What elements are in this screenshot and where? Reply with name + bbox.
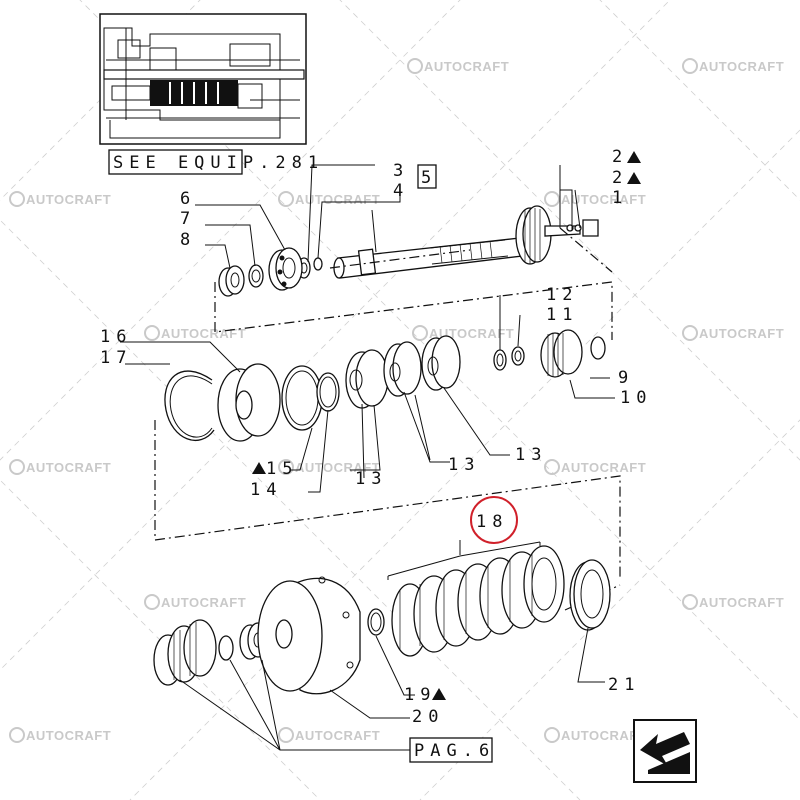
snap-ring-19: [367, 608, 385, 636]
bracket-18: [387, 541, 541, 577]
triangle-marker-icon: [627, 172, 641, 184]
bearing-6: [268, 247, 303, 291]
watermark: AUTOCRAFT: [144, 594, 246, 610]
callout-18: 18: [476, 512, 508, 532]
watermark: AUTOCRAFT: [278, 727, 380, 743]
callout-17: 17: [100, 348, 132, 368]
clutch-disc-13-third: [421, 335, 461, 391]
svg-text:AUTOCRAFT: AUTOCRAFT: [424, 59, 509, 74]
ring-12: [493, 349, 507, 371]
callout-16: 16: [100, 327, 132, 347]
callout-2b: 2: [612, 168, 628, 188]
svg-text:AUTOCRAFT: AUTOCRAFT: [26, 192, 111, 207]
assembly-thumbnail: [99, 13, 307, 145]
svg-text:AUTOCRAFT: AUTOCRAFT: [561, 460, 646, 475]
svg-text:SEE EQUIP.281: SEE EQUIP.281: [113, 153, 324, 173]
callout-1: 1: [612, 188, 628, 208]
watermark: AUTOCRAFT: [412, 325, 514, 341]
svg-text:AUTOCRAFT: AUTOCRAFT: [699, 595, 784, 610]
watermark: AUTOCRAFT: [682, 325, 784, 341]
svg-text:AUTOCRAFT: AUTOCRAFT: [26, 728, 111, 743]
seal-14: [316, 372, 340, 412]
callout-8: 8: [180, 230, 196, 250]
clutch-disc-13-first: [345, 349, 389, 409]
triangle-marker-icon: [627, 151, 641, 163]
svg-text:AUTOCRAFT: AUTOCRAFT: [561, 728, 646, 743]
gear-ring-21: [569, 559, 611, 631]
watermark: AUTOCRAFT: [682, 594, 784, 610]
watermark: AUTOCRAFT: [9, 727, 111, 743]
callout-labels: 2 2 1 3 4 6 7 8 12 11 9 10 16 17 15 14 1…: [100, 147, 652, 727]
bearing-8: [218, 265, 245, 297]
callout-11: 11: [546, 305, 578, 325]
main-shaft: [333, 205, 599, 279]
callout-12: 12: [546, 285, 578, 305]
svg-text:AUTOCRAFT: AUTOCRAFT: [699, 59, 784, 74]
see-equip-reference[interactable]: SEE EQUIP.281: [108, 149, 324, 175]
hub-10: [540, 329, 583, 378]
watermark: AUTOCRAFT: [544, 727, 646, 743]
assembly-guide-lines: [154, 227, 621, 611]
svg-text:AUTOCRAFT: AUTOCRAFT: [295, 728, 380, 743]
callout-7: 7: [180, 209, 196, 229]
snap-ring-3: [313, 257, 323, 271]
callout-14: 14: [250, 480, 282, 500]
callout-13c: 13: [515, 445, 547, 465]
leader-lines: [120, 164, 615, 751]
clutch-disc-13-second: [383, 341, 422, 397]
callout-4: 4: [393, 181, 409, 201]
watermarks: AUTOCRAFT AUTOCRAFT AUTOCRAFT AUTOCRAFT …: [9, 58, 784, 743]
callout-20: 20: [412, 707, 444, 727]
callout-10: 10: [620, 388, 652, 408]
svg-text:AUTOCRAFT: AUTOCRAFT: [561, 192, 646, 207]
snap-ring-17: [164, 370, 215, 441]
page-reference-pag-6[interactable]: PAG.6: [409, 737, 495, 763]
callout-2a: 2: [612, 147, 628, 167]
svg-text:AUTOCRAFT: AUTOCRAFT: [295, 192, 380, 207]
svg-text:PAG.6: PAG.6: [414, 741, 495, 761]
next-page-arrow-icon[interactable]: [633, 719, 697, 783]
callout-13b: 13: [448, 455, 480, 475]
svg-text:AUTOCRAFT: AUTOCRAFT: [26, 460, 111, 475]
svg-text:5: 5: [421, 168, 437, 188]
watermark: AUTOCRAFT: [9, 191, 111, 207]
clutch-drum-20: [257, 576, 361, 695]
triangle-marker-icon: [432, 688, 446, 700]
seal-ring-15: [281, 365, 323, 431]
svg-text:AUTOCRAFT: AUTOCRAFT: [699, 326, 784, 341]
svg-text:AUTOCRAFT: AUTOCRAFT: [161, 595, 246, 610]
callout-3: 3: [393, 161, 409, 181]
triangle-marker-icon: [252, 462, 266, 474]
clutch-pack-18[interactable]: [391, 545, 565, 657]
ring-11: [511, 346, 525, 366]
callout-19: 19: [404, 685, 436, 705]
piston-16: [217, 363, 281, 442]
callout-9: 9: [618, 368, 634, 388]
callout-15: 15: [266, 459, 298, 479]
highlight-circle: [470, 496, 518, 544]
callout-6: 6: [180, 189, 196, 209]
watermark: AUTOCRAFT: [682, 58, 784, 74]
watermark: AUTOCRAFT: [407, 58, 509, 74]
reference-box-5[interactable]: 5: [417, 164, 437, 189]
snap-ring-9: [590, 336, 606, 360]
watermark: AUTOCRAFT: [544, 459, 646, 475]
watermark: AUTOCRAFT: [9, 459, 111, 475]
watermark: AUTOCRAFT: [278, 191, 380, 207]
watermark: AUTOCRAFT: [144, 325, 246, 341]
watermark: AUTOCRAFT: [544, 191, 646, 207]
callout-13a: 13: [355, 469, 387, 489]
callout-21: 21: [608, 675, 640, 695]
watermark: AUTOCRAFT: [278, 459, 380, 475]
ring-7: [248, 264, 264, 288]
svg-text:AUTOCRAFT: AUTOCRAFT: [161, 326, 246, 341]
gear-pack-left: [153, 619, 269, 686]
svg-text:AUTOCRAFT: AUTOCRAFT: [295, 460, 380, 475]
